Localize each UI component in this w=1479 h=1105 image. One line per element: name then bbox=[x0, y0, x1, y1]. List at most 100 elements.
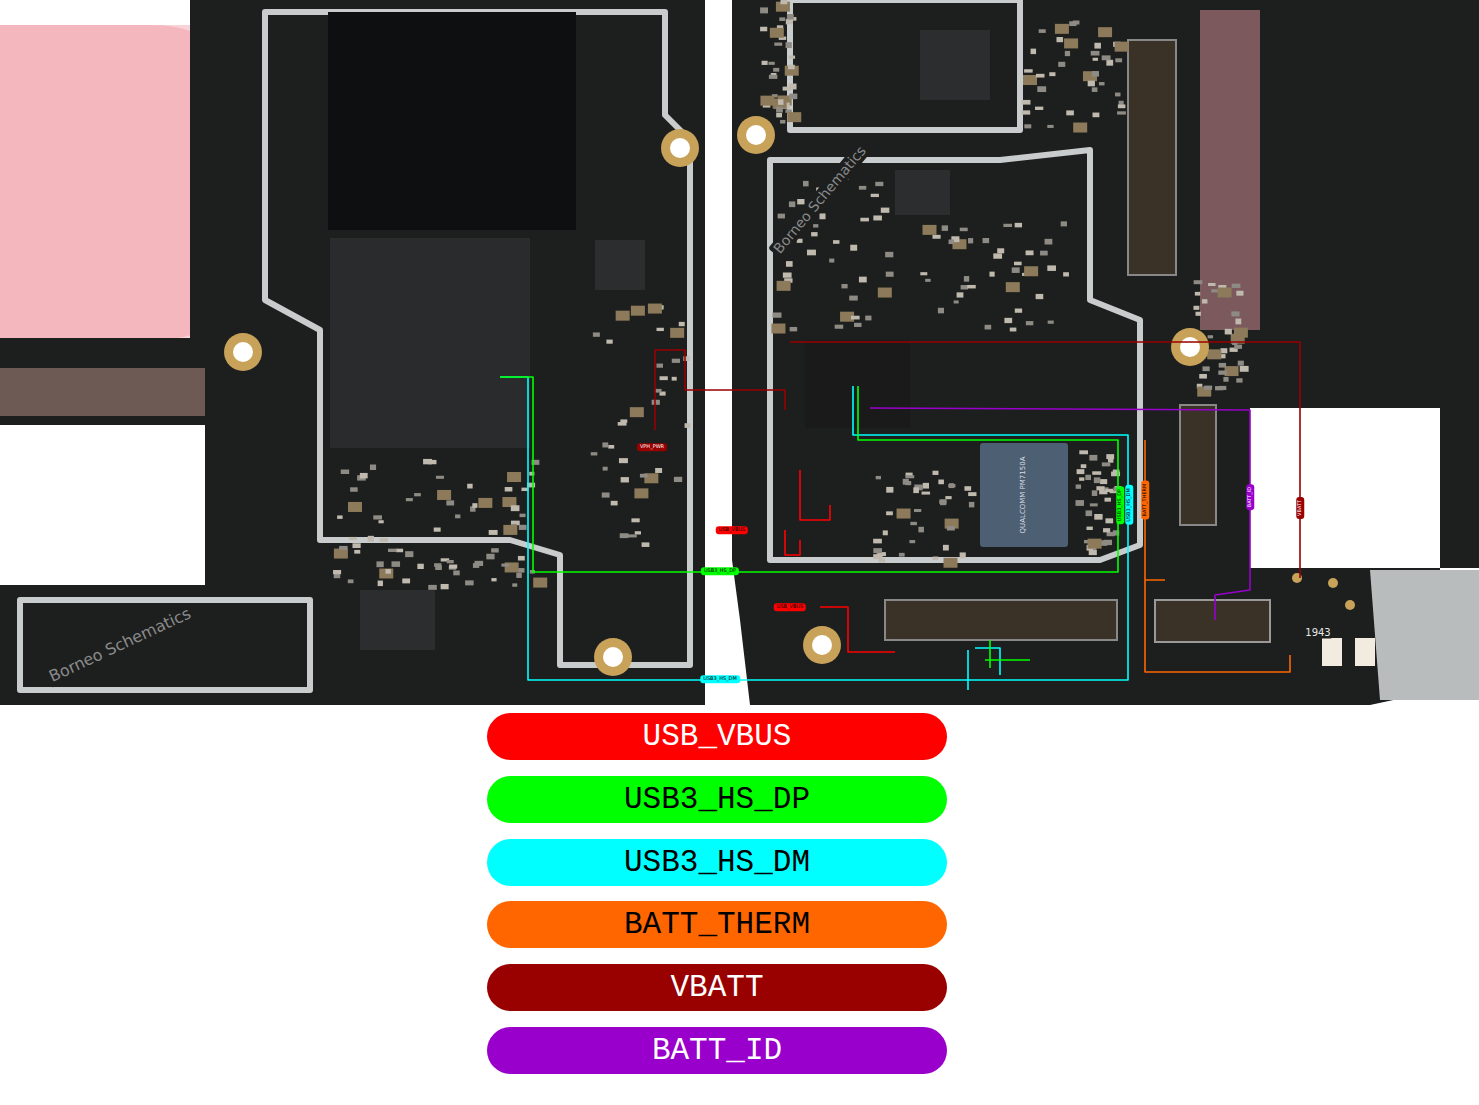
smd-pad bbox=[954, 300, 959, 303]
smd-pad bbox=[933, 471, 939, 475]
smd-pad bbox=[1208, 283, 1215, 286]
smd-pad bbox=[1236, 378, 1242, 382]
smd-pad bbox=[516, 573, 522, 578]
smd-pad bbox=[685, 423, 691, 428]
legend-text: VBATT bbox=[670, 970, 763, 1005]
smd-pad bbox=[1099, 82, 1105, 85]
smd-pad bbox=[1021, 110, 1030, 114]
smd-pad bbox=[768, 62, 774, 65]
board-detail bbox=[1171, 328, 1209, 366]
smd-pad bbox=[1076, 484, 1081, 488]
smd-pad bbox=[428, 585, 437, 590]
board-detail bbox=[1345, 600, 1355, 610]
smd-pad bbox=[1199, 374, 1207, 379]
net-label: USB3_HS_DP bbox=[1116, 486, 1124, 524]
smd-pad bbox=[621, 477, 629, 482]
smd-pad bbox=[777, 281, 791, 291]
smd-pad bbox=[922, 225, 936, 235]
smd-pad bbox=[486, 554, 494, 560]
smd-pad bbox=[1086, 510, 1093, 516]
smd-pad bbox=[373, 515, 382, 519]
smd-pad bbox=[491, 548, 499, 552]
smd-pad bbox=[879, 559, 886, 563]
smd-pad bbox=[1063, 272, 1069, 276]
smd-pad bbox=[859, 277, 867, 283]
board-detail bbox=[0, 25, 190, 338]
smd-pad bbox=[1102, 462, 1110, 466]
legend-swatch: BATT_ID bbox=[487, 1027, 947, 1074]
smd-pad bbox=[960, 552, 966, 558]
smd-pad bbox=[1047, 265, 1056, 271]
smd-pad bbox=[945, 496, 951, 499]
smd-pad bbox=[1219, 363, 1226, 368]
smd-pad bbox=[349, 537, 357, 540]
board-detail bbox=[330, 238, 530, 448]
smd-pad bbox=[1093, 58, 1098, 61]
smd-pad bbox=[875, 182, 883, 186]
smd-pad bbox=[449, 565, 457, 569]
smd-pad bbox=[1064, 38, 1078, 48]
smd-pad bbox=[760, 7, 768, 13]
smd-pad bbox=[1065, 51, 1070, 56]
net-label: USB3_HS_DM bbox=[1125, 485, 1133, 525]
board-detail bbox=[1180, 337, 1200, 357]
board-detail bbox=[812, 635, 832, 655]
smd-pad bbox=[1093, 113, 1100, 118]
net-label: BATT_THERM bbox=[1141, 481, 1149, 520]
smd-pad bbox=[467, 484, 472, 489]
shield-frame bbox=[20, 0, 1140, 690]
smd-pad bbox=[1006, 282, 1020, 292]
smd-pad bbox=[1087, 527, 1093, 530]
smd-pad bbox=[1023, 75, 1037, 85]
smd-pad bbox=[657, 328, 664, 331]
smd-pad bbox=[631, 518, 639, 522]
board-detail bbox=[746, 125, 766, 145]
smd-pad bbox=[446, 500, 454, 505]
board-detail bbox=[328, 12, 576, 230]
board-detail bbox=[1355, 638, 1375, 666]
smd-pad bbox=[1104, 498, 1110, 502]
smd-pad bbox=[968, 238, 973, 243]
smd-pad bbox=[1092, 87, 1098, 92]
smd-pad bbox=[1036, 294, 1044, 299]
smd-pad bbox=[780, 0, 787, 4]
smd-pad bbox=[964, 486, 971, 491]
board-detail bbox=[870, 408, 1250, 620]
smd-pad bbox=[1096, 486, 1104, 490]
smd-pad bbox=[850, 245, 857, 251]
smd-pad bbox=[1100, 479, 1107, 484]
board-detail bbox=[265, 12, 690, 665]
smd-pad bbox=[790, 327, 798, 331]
smd-pad bbox=[949, 483, 954, 488]
smd-pad bbox=[436, 476, 444, 479]
smd-pad bbox=[770, 28, 784, 38]
smd-pad bbox=[1003, 224, 1012, 227]
smd-pad bbox=[503, 525, 517, 535]
smd-pad bbox=[1048, 321, 1054, 324]
smd-pad bbox=[778, 99, 783, 105]
smd-pad bbox=[620, 533, 629, 538]
board-detail bbox=[1200, 10, 1260, 330]
net-label: VBATT bbox=[1296, 497, 1304, 519]
smd-pad bbox=[957, 292, 964, 297]
smd-pad bbox=[913, 487, 919, 493]
smd-pad bbox=[1079, 450, 1088, 454]
smd-pad bbox=[774, 43, 782, 46]
board-detail bbox=[1328, 578, 1338, 588]
smd-pad bbox=[920, 272, 927, 275]
board-detail bbox=[1145, 440, 1290, 672]
smd-pad bbox=[1088, 539, 1102, 549]
smd-pad bbox=[967, 285, 976, 288]
smd-pad bbox=[501, 564, 509, 567]
smd-pad bbox=[616, 311, 630, 321]
smd-pad bbox=[897, 509, 911, 519]
smd-pad bbox=[1204, 386, 1212, 390]
net-label: BATT_ID bbox=[1246, 484, 1254, 510]
smd-pad bbox=[489, 530, 498, 535]
net-label: VPH_PWR bbox=[637, 443, 667, 451]
smd-pad bbox=[1115, 58, 1122, 62]
smd-pad bbox=[437, 490, 451, 500]
smd-pad bbox=[960, 228, 968, 232]
